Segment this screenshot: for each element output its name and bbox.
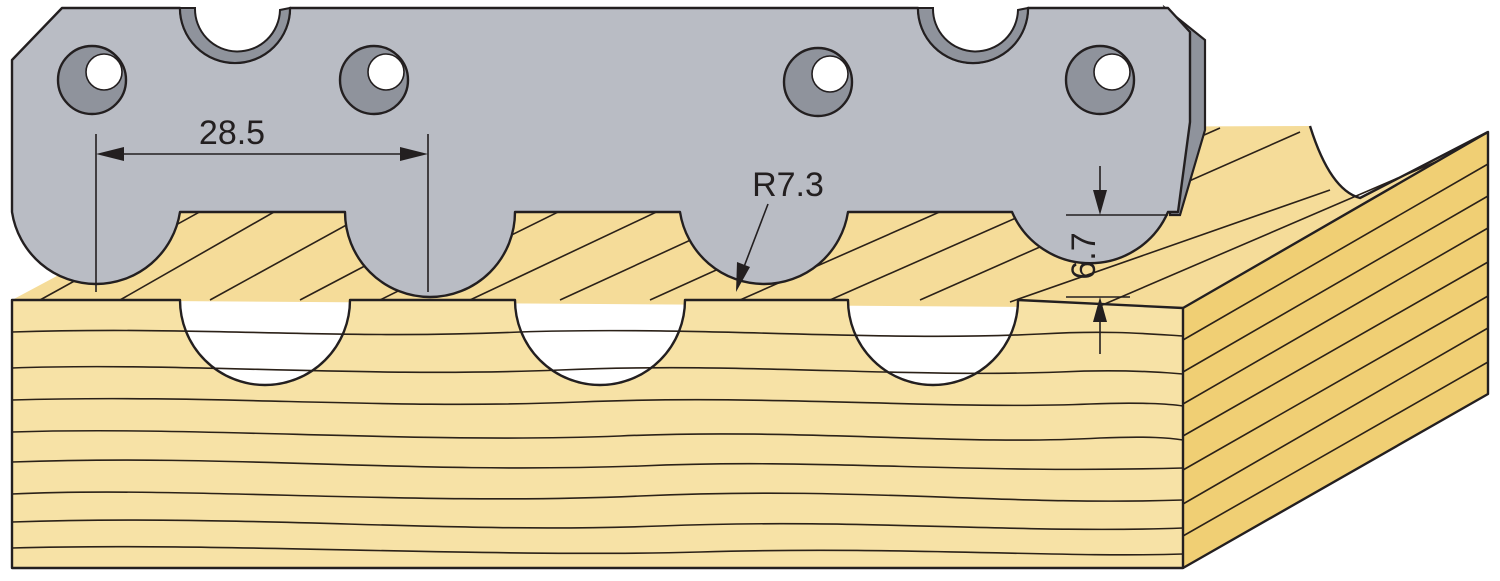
- arrowhead: [736, 262, 750, 292]
- dimension-depth-label: 6.7: [1065, 232, 1103, 279]
- arrowhead: [96, 147, 124, 161]
- dimension-pitch-label: 28.5: [199, 114, 265, 152]
- bolt-hole: [782, 46, 854, 118]
- arrowhead: [400, 147, 428, 161]
- wood-front-outline: [10, 298, 1185, 570]
- wood-top-outline: [1308, 125, 1489, 200]
- dimension-radius-label: R7.3: [752, 166, 824, 204]
- knife-top-notch-right: [916, 6, 1030, 64]
- bolt-hole: [338, 44, 410, 116]
- bolt-hole: [56, 44, 128, 116]
- arrowhead: [1093, 297, 1107, 322]
- bolt-hole: [1064, 44, 1136, 116]
- dimension-depth: 6.7: [1065, 166, 1168, 354]
- wood-side-face: [1183, 132, 1488, 568]
- wood-side-grain: [1182, 163, 1489, 537]
- knife-bolt-holes: [56, 44, 1136, 118]
- knife-top-notch-left: [178, 6, 292, 64]
- dimension-pitch: 28.5: [95, 114, 429, 292]
- arrowhead: [1093, 190, 1107, 215]
- profile-knife: [10, 4, 1207, 299]
- dimension-radius: R7.3: [736, 166, 824, 292]
- wood-side-outline: [1182, 130, 1490, 570]
- wood-front-grain: [11, 329, 1184, 556]
- wood-front-face: [12, 300, 1183, 568]
